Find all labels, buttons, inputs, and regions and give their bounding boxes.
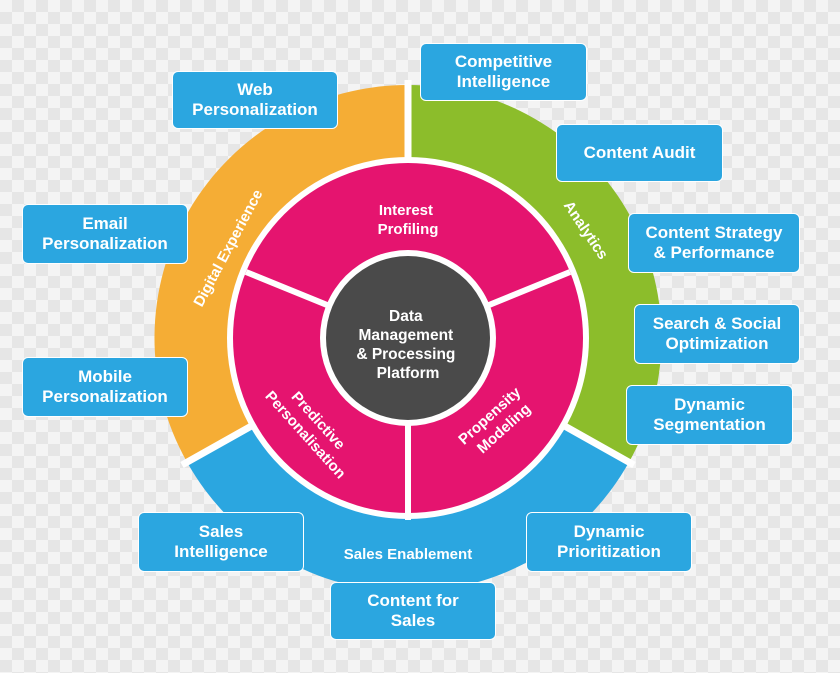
competitive-intelligence-box[interactable]: Competitive Intelligence — [420, 43, 587, 101]
mobile-personalization-box[interactable]: Mobile Personalization — [22, 357, 188, 417]
content-strategy-box[interactable]: Content Strategy & Performance — [628, 213, 800, 273]
email-personalization-box[interactable]: Email Personalization — [22, 204, 188, 264]
interest-profiling-label: Interest Profiling — [378, 202, 439, 238]
sales-intelligence-box[interactable]: Sales Intelligence — [138, 512, 304, 572]
content-for-sales-box[interactable]: Content for Sales — [330, 582, 496, 640]
center-label: Data Management & Processing Platform — [356, 308, 459, 382]
center-circle[interactable] — [326, 256, 490, 420]
web-personalization-box[interactable]: Web Personalization — [172, 71, 338, 129]
sales-enablement-label: Sales Enablement — [344, 546, 472, 563]
search-social-box[interactable]: Search & Social Optimization — [634, 304, 800, 364]
dynamic-prioritization-box[interactable]: Dynamic Prioritization — [526, 512, 692, 572]
content-audit-box[interactable]: Content Audit — [556, 124, 723, 182]
dynamic-segmentation-box[interactable]: Dynamic Segmentation — [626, 385, 793, 445]
